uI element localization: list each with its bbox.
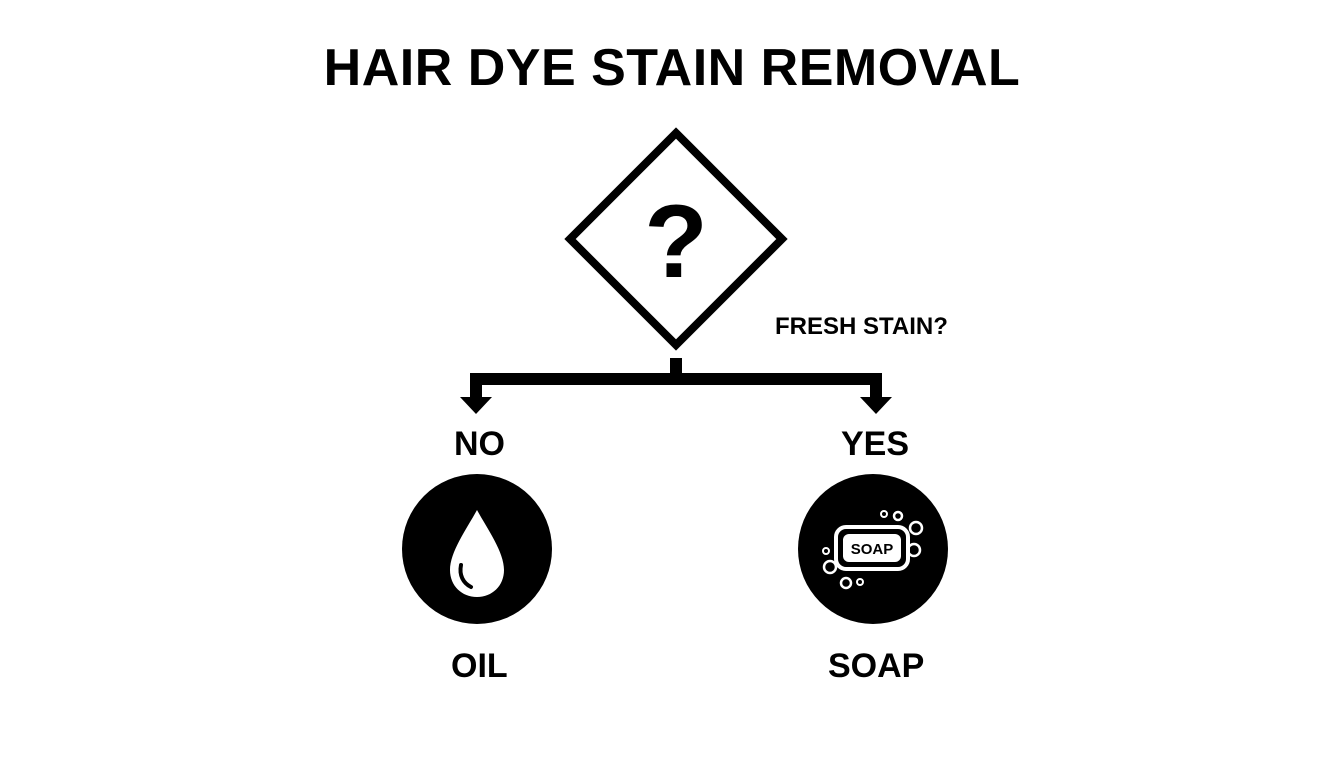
right-arrow-head: [860, 397, 892, 414]
decision-question-label: FRESH STAIN?: [775, 313, 948, 340]
decision-diamond: ?: [564, 127, 788, 351]
result-label-oil: OIL: [451, 647, 508, 685]
right-drop-line: [870, 373, 882, 399]
soap-result-node: SOAP: [798, 474, 948, 624]
bubble: [839, 576, 853, 590]
oil-drop-icon: [450, 510, 504, 597]
bubble: [906, 542, 922, 558]
branch-label-yes: YES: [841, 425, 910, 463]
bubble: [822, 559, 838, 575]
soap-bar-icon: SOAP: [822, 510, 924, 590]
branch-label-no: NO: [454, 425, 505, 463]
result-label-soap: SOAP: [828, 647, 925, 685]
oil-result-node: [402, 474, 552, 624]
bubble: [908, 520, 924, 536]
question-mark-symbol: ?: [644, 184, 708, 300]
soap-bar-label: SOAP: [851, 541, 894, 558]
diagram-title: HAIR DYE STAIN REMOVAL: [323, 39, 1021, 97]
branch-connectors: [460, 358, 892, 414]
bubble: [856, 578, 864, 586]
bubble: [880, 510, 888, 518]
bubble: [892, 510, 904, 522]
bubble: [822, 547, 830, 555]
left-arrow-head: [460, 397, 492, 414]
horizontal-bar: [470, 373, 882, 385]
left-drop-line: [470, 373, 482, 399]
